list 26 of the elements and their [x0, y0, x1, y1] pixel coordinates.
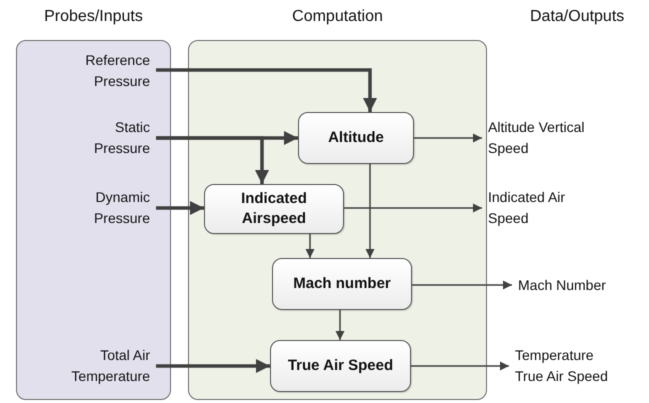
process-box: True Air Speed — [270, 340, 411, 392]
process-box: Altitude — [298, 112, 414, 164]
process-box: Indicated Airspeed — [204, 184, 344, 234]
arrow — [156, 359, 270, 373]
arrow — [414, 134, 482, 142]
arrow — [306, 234, 314, 258]
column-heading: Probes/Inputs — [43, 8, 144, 26]
column-heading: Data/Outputs — [530, 8, 624, 26]
arrow — [412, 280, 512, 290]
input-label: Static Pressure — [65, 117, 150, 159]
output-label: Temperature True Air Speed — [515, 344, 615, 388]
arrow — [366, 164, 374, 258]
arrow — [344, 204, 482, 212]
arrow — [156, 68, 377, 112]
process-box: Mach number — [272, 258, 412, 310]
column-heading: Computation — [291, 8, 384, 26]
arrow — [156, 136, 269, 184]
output-label: Indicated Air Speed — [488, 186, 588, 230]
output-label: Mach Number — [518, 274, 643, 296]
arrow — [411, 362, 509, 370]
arrow — [156, 201, 204, 215]
input-label: Reference Pressure — [65, 50, 150, 92]
output-label: Altitude Vertical Speed — [488, 116, 586, 160]
input-label: Dynamic Pressure — [65, 187, 150, 229]
arrow — [336, 310, 344, 340]
input-label: Total Air Temperature — [60, 345, 150, 387]
